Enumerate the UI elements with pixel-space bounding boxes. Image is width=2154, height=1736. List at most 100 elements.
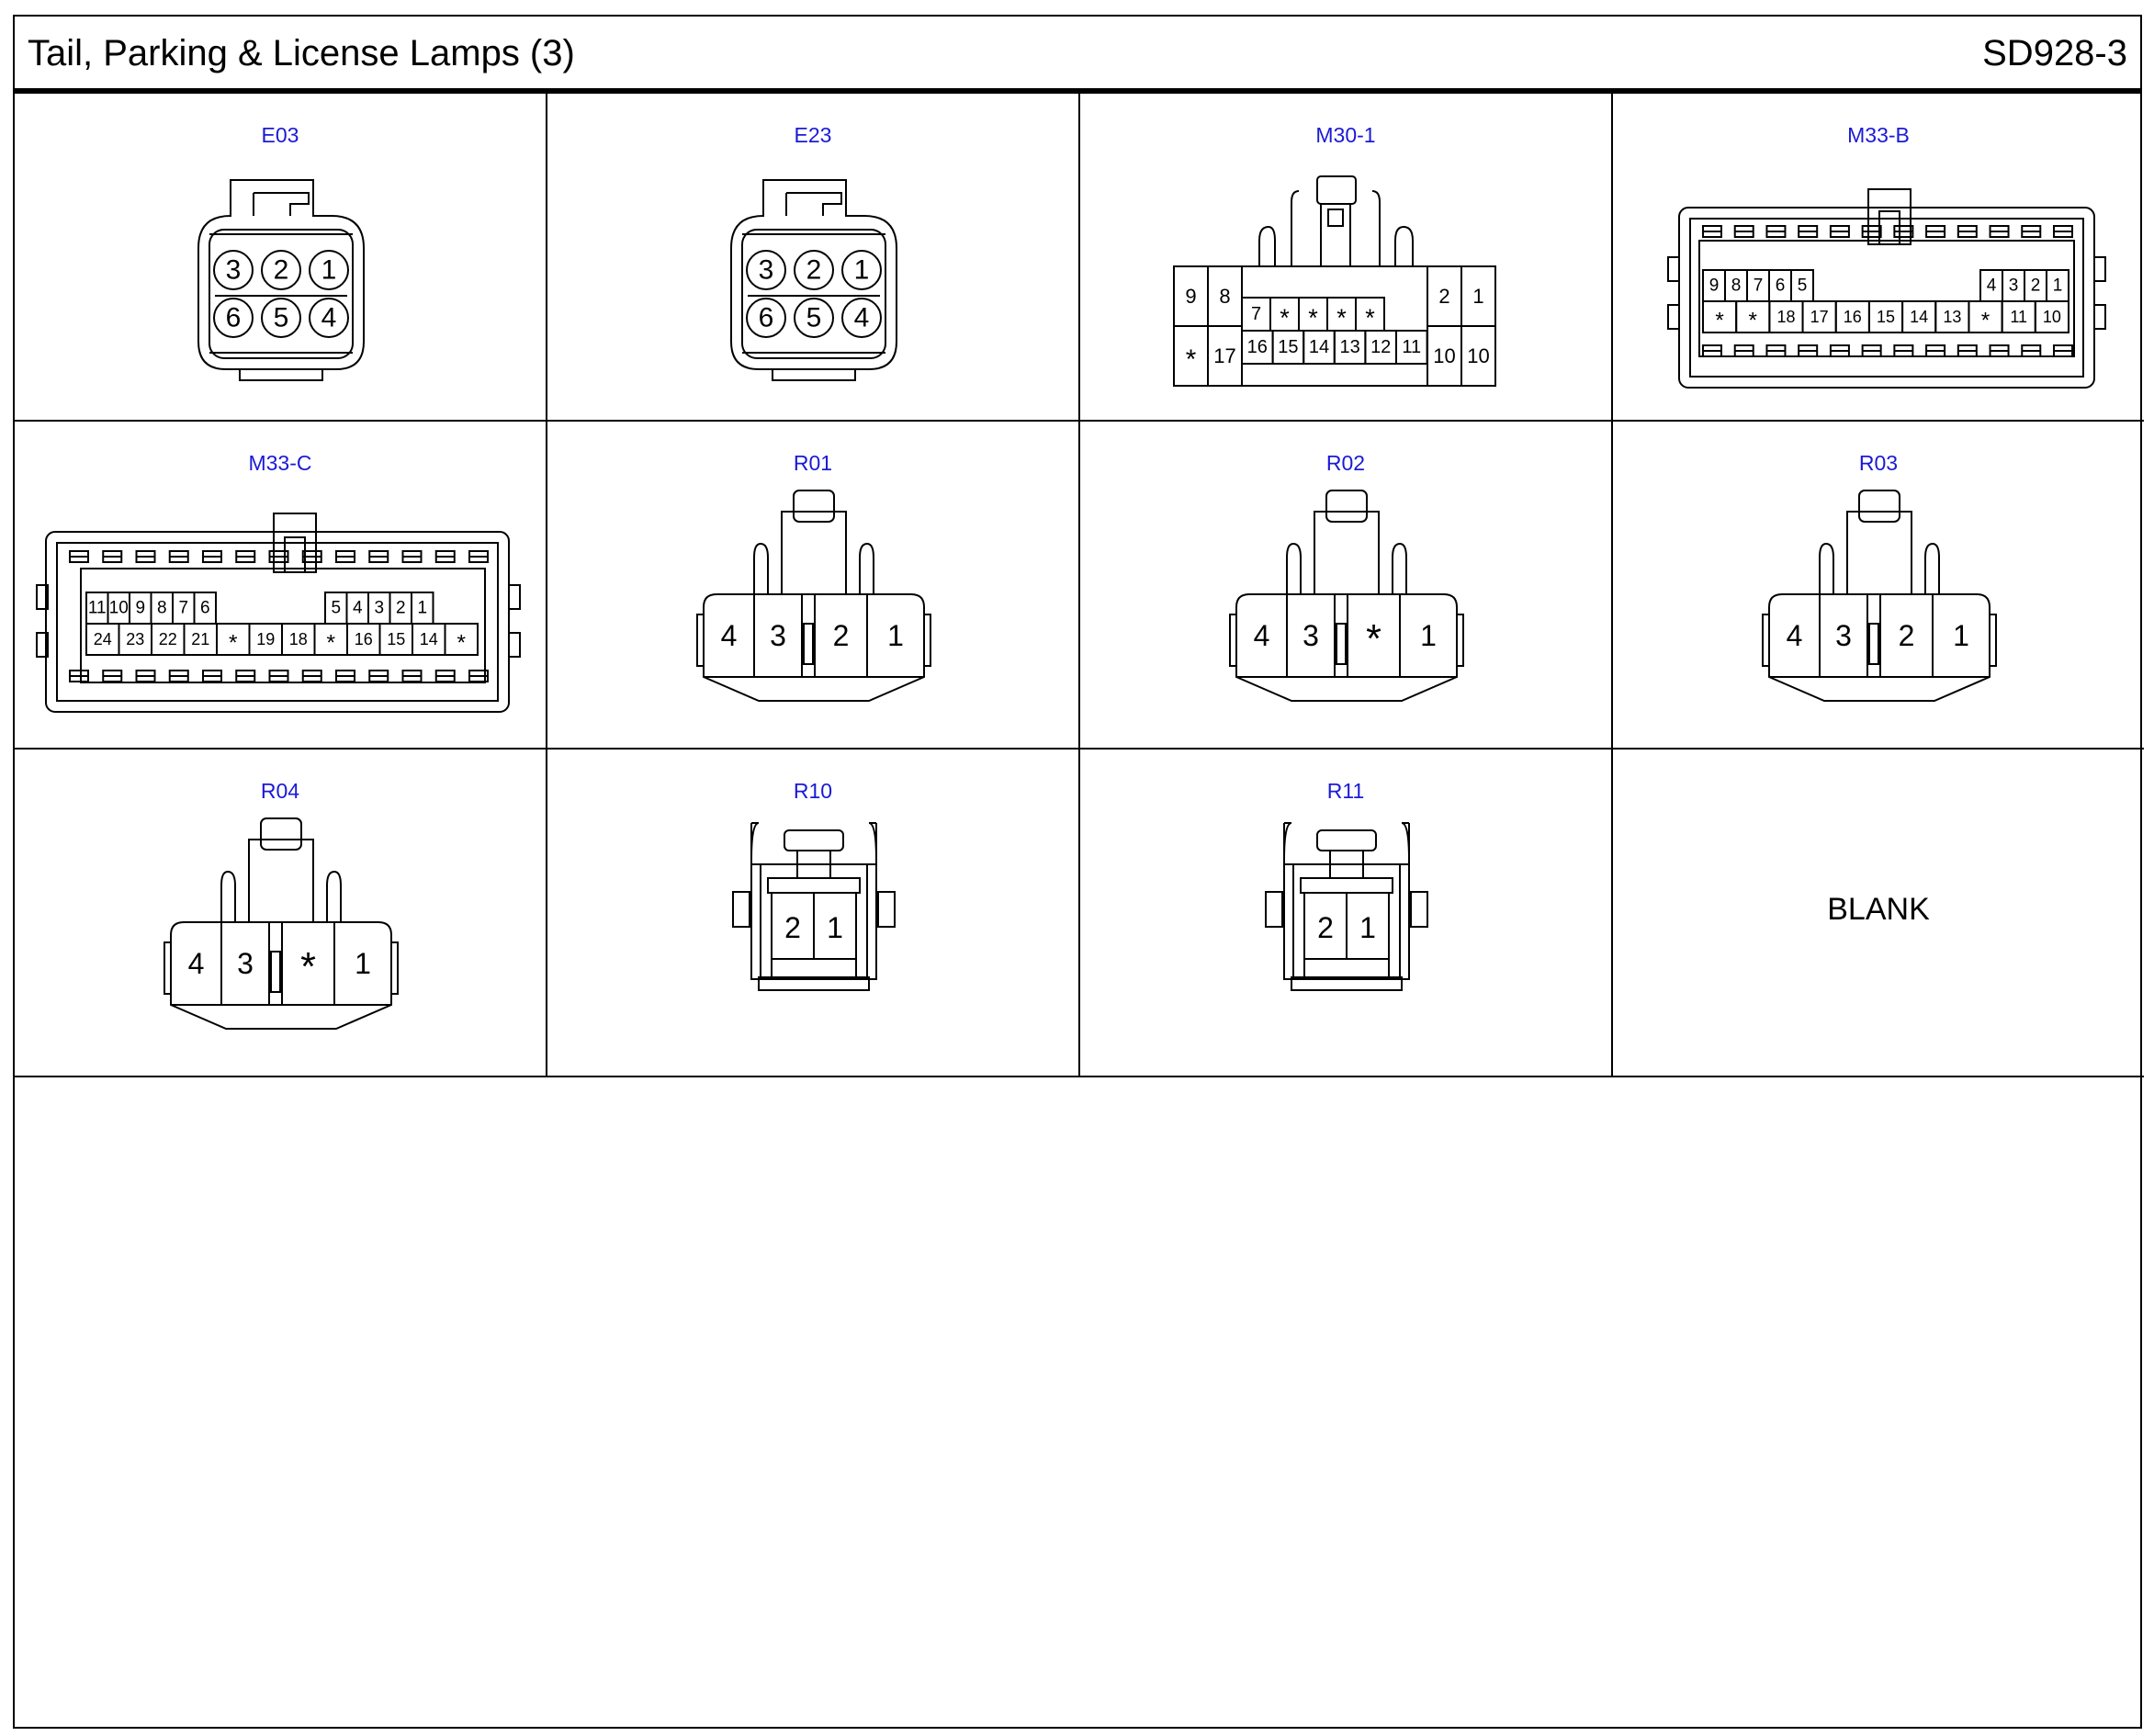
pin-label: 9 [1185, 285, 1196, 308]
base [1303, 959, 1390, 978]
side-tab [1456, 614, 1464, 667]
pin-label: 16 [1844, 308, 1862, 326]
pin-label: 10 [1467, 344, 1489, 367]
pin-label: * [1336, 304, 1347, 332]
connector-label: R04 [260, 779, 300, 803]
pin-label: 3 [1835, 619, 1852, 652]
pin-cell [841, 298, 882, 338]
pin-label: 17 [1810, 308, 1829, 326]
right-rail [1399, 822, 1410, 980]
pin-cell [841, 250, 882, 290]
pin-cell [746, 298, 786, 338]
cell-blank: BLANK [1613, 750, 2144, 1077]
pin-cell [309, 250, 349, 290]
base [771, 959, 857, 978]
side-tab [923, 614, 931, 667]
pin-label: 10 [2043, 308, 2061, 326]
pin-label: * [1715, 309, 1724, 333]
side-tab [1229, 614, 1237, 667]
latch-bar [1300, 877, 1393, 894]
connector-label: M30-1 [1315, 123, 1376, 147]
connector-label: E23 [794, 123, 832, 147]
pin-label: 4 [1987, 276, 1997, 296]
pin-label: 11 [2010, 308, 2027, 326]
pin-label: 2 [1438, 285, 1449, 308]
side-tab [164, 941, 172, 995]
pin-label: 2 [396, 599, 406, 618]
pin-label: 14 [1309, 337, 1329, 357]
pin-label: 21 [191, 630, 209, 648]
latch-housing [1846, 511, 1912, 594]
pin-label: 7 [178, 599, 188, 618]
latch-row [69, 550, 489, 563]
pin-label: 2 [806, 255, 822, 286]
pin-label: * [457, 631, 467, 656]
pin-label: 1 [887, 619, 904, 652]
pin-label: 3 [374, 599, 384, 618]
pin-label: 16 [1247, 337, 1268, 357]
pin-label: 4 [321, 303, 337, 333]
pin-label: 1 [1420, 619, 1437, 652]
pin-label: 2 [833, 619, 850, 652]
pin-label: 9 [1709, 276, 1720, 296]
pin-label: 13 [1339, 337, 1359, 357]
pin-label: 4 [188, 947, 205, 980]
pin-label: 6 [759, 303, 774, 333]
side-tab [390, 941, 399, 995]
pin-label: * [1366, 617, 1381, 661]
pin-label: 2 [1899, 619, 1915, 652]
pin-label: 5 [331, 599, 341, 618]
side-tab [1762, 614, 1770, 667]
latch-bar [767, 877, 861, 894]
pin-cell [309, 298, 349, 338]
pin-cell [794, 250, 834, 290]
pin-cell [2034, 300, 2069, 333]
pin-label: 5 [274, 303, 289, 333]
pin-label: 10 [109, 599, 129, 618]
pin-label: * [1749, 309, 1758, 333]
latch-row [1702, 225, 2073, 238]
pin-label: * [1280, 304, 1290, 332]
pin-label: 13 [1943, 308, 1961, 326]
pin-label: 12 [1370, 337, 1391, 357]
pin-label: 2 [1317, 911, 1334, 944]
connector-label: R11 [1326, 779, 1365, 803]
pin-cell [213, 298, 254, 338]
pin-label: * [1308, 304, 1318, 332]
pin-label: 22 [159, 630, 177, 648]
side-tab [732, 891, 750, 928]
latch-cap [1858, 490, 1900, 523]
pin-label: 9 [135, 599, 145, 618]
pin-label: 2 [784, 911, 801, 944]
pin-label: 5 [1798, 276, 1808, 296]
latch-arm [1392, 542, 1407, 594]
pin-label: 3 [1303, 619, 1319, 652]
connector-body [760, 863, 868, 980]
latch-arm [1924, 542, 1940, 594]
latch-housing [248, 839, 314, 922]
sheet-code: SD928-3 [1982, 33, 2127, 73]
pin-label: * [1365, 304, 1375, 332]
pin-label: * [327, 631, 336, 656]
pin-label: 18 [289, 630, 308, 648]
pin-label: 24 [94, 630, 112, 648]
pin-label: 1 [854, 255, 870, 286]
pin-label: 15 [1877, 308, 1895, 326]
pin-label: 4 [721, 619, 738, 652]
